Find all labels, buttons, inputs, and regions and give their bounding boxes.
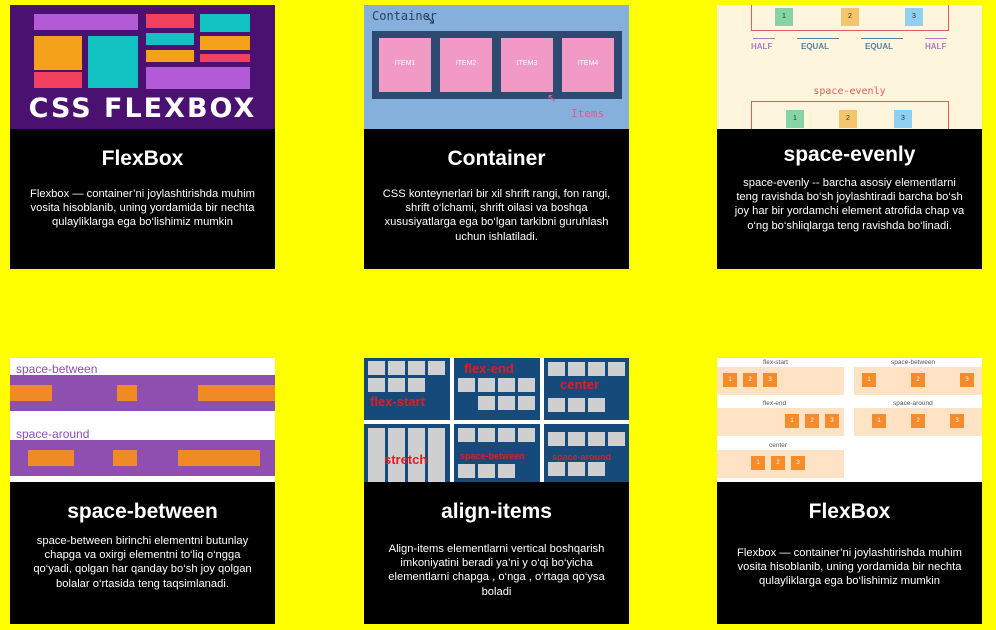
- layout-label: flex-start: [763, 359, 788, 366]
- item-number: 3: [768, 377, 772, 383]
- item-number: 2: [776, 460, 780, 466]
- gap-label: HALF: [751, 42, 773, 51]
- thumbnail-container: Container ↘ ITEM1 ITEM2 ITEM3 ITEM4 ↖ It…: [364, 5, 629, 129]
- gap-label: EQUAL: [801, 42, 829, 51]
- card-description: Flexbox — container’ni joylashtirishda m…: [737, 547, 962, 588]
- card-flexbox-2[interactable]: flex-start 1 2 3 space-between 1 2 3 fle…: [717, 358, 982, 624]
- card-description: space-evenly -- barcha asosiy elementlar…: [734, 177, 965, 232]
- items-label: Items: [571, 107, 605, 120]
- layout-label: center: [769, 442, 788, 449]
- align-label: space-around: [552, 452, 612, 462]
- item-label: ITEM4: [577, 60, 599, 67]
- item-label: ITEM1: [394, 60, 416, 67]
- item-number: 3: [901, 115, 905, 122]
- item-number: 3: [965, 377, 969, 383]
- item-number: 1: [782, 13, 786, 20]
- banner-text: CSS FLEXBOX: [28, 93, 257, 124]
- item-box: [562, 38, 614, 92]
- gap-label: HALF: [925, 42, 947, 51]
- card-description: Align-items elementlarni vertical boshqa…: [388, 543, 605, 598]
- item-label: ITEM3: [516, 60, 538, 67]
- item-number: 1: [728, 377, 732, 383]
- mode-label: space-around: [16, 427, 90, 441]
- card-description: CSS konteynerlari bir xil shrift rangi, …: [382, 188, 611, 243]
- thumbnail-flexbox-layouts: flex-start 1 2 3 space-between 1 2 3 fle…: [717, 358, 982, 482]
- item-number: 3: [796, 460, 800, 466]
- item-number: 1: [867, 377, 871, 383]
- align-label: flex-end: [464, 361, 514, 376]
- item-number: 2: [748, 377, 752, 383]
- card-flexbox-1[interactable]: CSS FLEXBOX FlexBox Flexbox — container’…: [10, 5, 275, 269]
- item-box: [379, 38, 431, 92]
- card-title: align-items: [441, 500, 552, 523]
- item-number: 2: [846, 115, 850, 122]
- layout-label: space-between: [891, 359, 936, 366]
- card-space-between[interactable]: space-between space-around space-between…: [10, 358, 275, 624]
- mode-label: space-evenly: [813, 86, 886, 97]
- item-number: 1: [793, 115, 797, 122]
- gap-label: EQUAL: [865, 42, 893, 51]
- item-number: 2: [916, 377, 920, 383]
- align-label: stretch: [384, 452, 428, 467]
- layout-label: space-around: [893, 400, 933, 407]
- card-align-items[interactable]: flex-start flex-end center stretch space…: [364, 358, 629, 624]
- item-number: 3: [955, 418, 959, 424]
- thumbnail-css-flexbox: CSS FLEXBOX: [10, 5, 275, 129]
- align-label: flex-start: [370, 394, 425, 409]
- item-label: ITEM2: [455, 60, 477, 67]
- item-number: 3: [912, 13, 916, 20]
- item-number: 3: [830, 418, 834, 424]
- item-number: 1: [756, 460, 760, 466]
- item-number: 1: [877, 418, 881, 424]
- item-box: [440, 38, 492, 92]
- thumbnail-space-between: space-between space-around: [10, 358, 275, 482]
- card-title: FlexBox: [808, 500, 891, 523]
- item-number: 2: [916, 418, 920, 424]
- item-number: 1: [790, 418, 794, 424]
- card-container[interactable]: Container ↘ ITEM1 ITEM2 ITEM3 ITEM4 ↖ It…: [364, 5, 629, 269]
- arrow-icon: ↘: [424, 11, 436, 27]
- thumbnail-space-evenly: 1 2 3 HALF EQUAL EQUAL HALF space-evenly…: [717, 5, 982, 129]
- mode-label: space-between: [16, 362, 98, 376]
- item-number: 2: [848, 13, 852, 20]
- item-box: [501, 38, 553, 92]
- card-description: space-between birinchi elementni butunla…: [33, 535, 252, 590]
- card-title: Container: [447, 147, 546, 170]
- layout-label: flex-end: [763, 400, 787, 407]
- align-label: space-between: [460, 451, 525, 461]
- thumbnail-align-items: flex-start flex-end center stretch space…: [364, 358, 629, 482]
- container-label: Container: [372, 9, 438, 23]
- item-number: 2: [810, 418, 814, 424]
- card-title: space-between: [67, 500, 218, 523]
- card-space-evenly[interactable]: 1 2 3 HALF EQUAL EQUAL HALF space-evenly…: [717, 5, 982, 269]
- card-title: FlexBox: [101, 147, 184, 170]
- arrow-icon: ↖: [547, 91, 558, 105]
- card-description: Flexbox — container’ni joylashtirishda m…: [30, 188, 255, 229]
- card-title: space-evenly: [783, 143, 916, 166]
- align-label: center: [560, 377, 600, 392]
